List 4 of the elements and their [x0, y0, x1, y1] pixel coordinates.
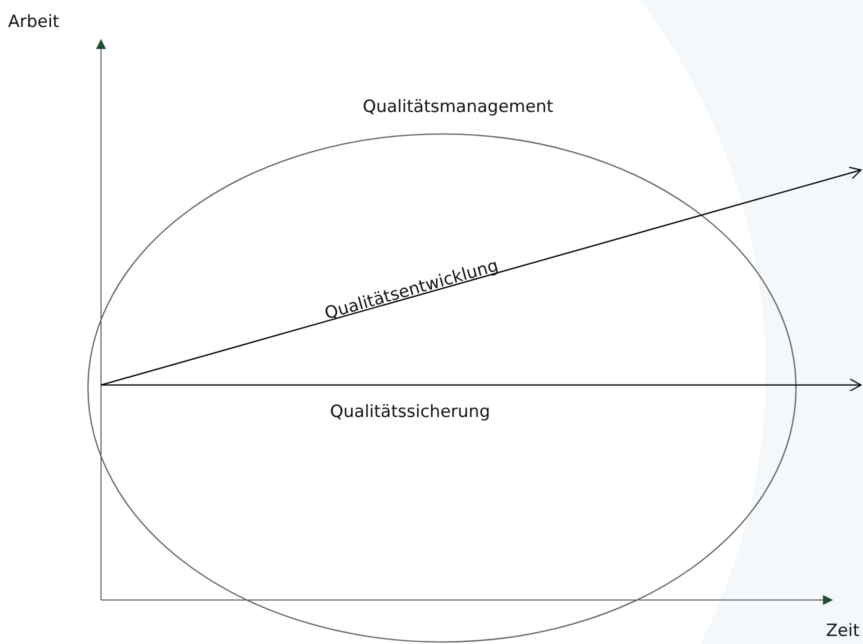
axis-label: Zeit: [826, 621, 860, 641]
arrow-label: Qualitätssicherung: [330, 402, 490, 422]
ellipse-heading: Qualitätsmanagement: [362, 97, 554, 117]
axis-label: Arbeit: [8, 12, 60, 32]
